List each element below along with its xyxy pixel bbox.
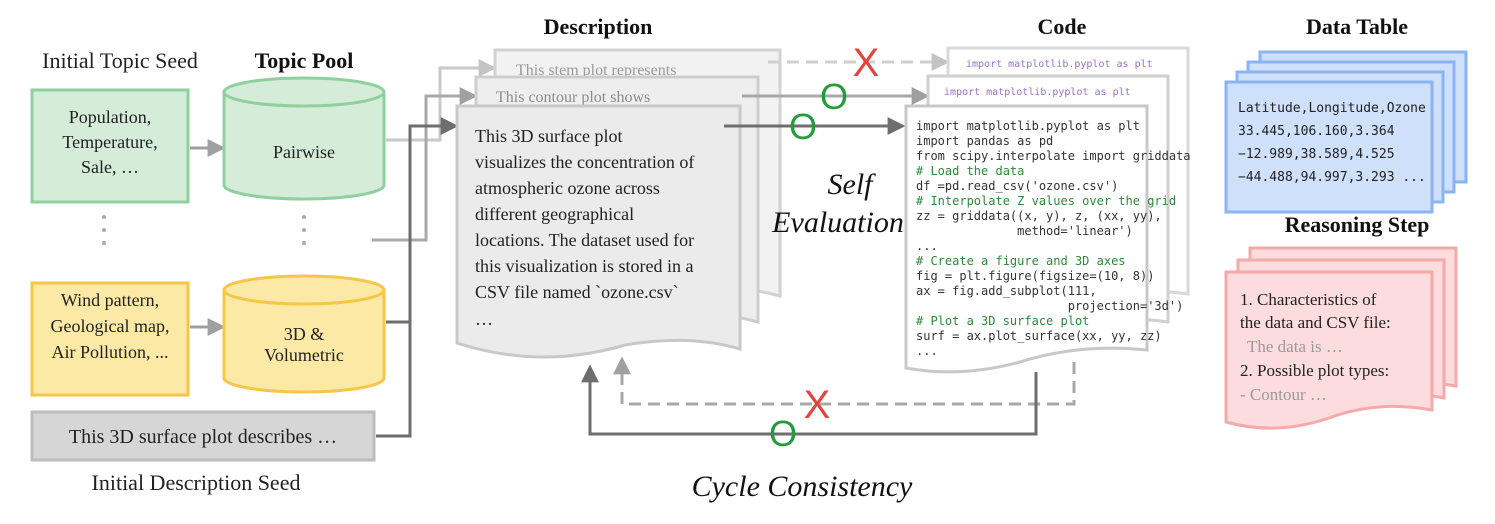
data-table-row: −12.989,38.589,4.525 [1238, 147, 1395, 162]
self-evaluation-label: Evaluation [771, 206, 904, 239]
topic-pool-volumetric-label: 3D & [284, 324, 325, 344]
reasoning-line: The data is … [1247, 337, 1343, 356]
reasoning-line: 1. Characteristics of [1240, 290, 1377, 309]
fail-mark-cycle: X [804, 383, 831, 427]
code-line: # Plot a 3D surface plot [916, 314, 1089, 328]
description-doc-surface-line: this visualization is stored in a [475, 256, 693, 276]
cycle-consistency-label: Cycle Consistency [692, 470, 913, 503]
reasoning-line: 2. Possible plot types: [1240, 361, 1389, 380]
topic-seed-yellow-line: Wind pattern, [61, 290, 159, 310]
topic-seed-green-line: Sale, … [81, 157, 139, 177]
topic-seed-green: Population, Temperature, Sale, … [30, 88, 190, 204]
code-line: # Load the data [916, 164, 1024, 178]
code-line: import matplotlib.pyplot as plt [916, 119, 1140, 133]
description-doc-surface-line: different geographical [475, 204, 634, 224]
reasoning-line: the data and CSV file: [1240, 313, 1391, 332]
arrow-desc-seed-to-surface-desc [376, 322, 412, 438]
fail-mark-self-eval: X [853, 41, 880, 85]
description-seed-text: This 3D surface plot describes … [69, 426, 337, 448]
description-doc-surface-line: visualizes the concentration of [475, 152, 694, 172]
data-table-stack: Latitude,Longitude,Ozone 33.445,106.160,… [1224, 50, 1468, 214]
vertical-ellipsis-left [102, 215, 106, 245]
pass-mark-self-eval-contour: O [820, 76, 848, 117]
code-doc-front: import matplotlib.pyplot as plt import p… [904, 104, 1191, 374]
description-doc-surface-line: … [475, 309, 493, 329]
data-table-header: Data Table [1306, 14, 1408, 39]
reasoning-line: - Contour … [1240, 385, 1327, 404]
initial-topic-seed-header: Initial Topic Seed [42, 48, 198, 73]
arrow-volumetric-to-surface-desc [386, 117, 459, 324]
code-line: fig = plt.figure(figsize=(10, 8)) [916, 269, 1154, 283]
data-table-row: 33.445,106.160,3.364 [1238, 124, 1395, 139]
code-line: ... [916, 239, 938, 253]
code-line: import pandas as pd [916, 134, 1053, 148]
topic-seed-green-line: Temperature, [62, 132, 157, 152]
code-line: # Create a figure and 3D axes [916, 254, 1126, 268]
data-table-row: −44.488,94.997,3.293 ... [1238, 170, 1426, 185]
topic-pool-pairwise-cylinder: Pairwise [222, 76, 386, 201]
description-doc-stem-text: This stem plot represents [516, 62, 676, 79]
code-doc-middle-text: import matplotlib.pyplot as plt [944, 87, 1131, 98]
vertical-ellipsis-right [302, 215, 306, 245]
code-doc-back-text: import matplotlib.pyplot as plt [966, 59, 1153, 70]
code-line: surf = ax.plot_surface(xx, yy, zz) [916, 329, 1162, 343]
pass-mark-cycle: O [769, 413, 797, 454]
data-table-row: Latitude,Longitude,Ozone [1238, 101, 1426, 116]
reasoning-step-header: Reasoning Step [1285, 212, 1430, 237]
description-header: Description [544, 14, 653, 39]
arrow-ellipsis-to-contour-desc [372, 87, 478, 242]
topic-pool-volumetric-cylinder: 3D & Volumetric [222, 274, 386, 394]
cycle-arrow-pass-solid [581, 364, 1038, 436]
topic-seed-yellow-line: Air Pollution, ... [51, 342, 168, 362]
initial-description-seed-header: Initial Description Seed [92, 470, 301, 495]
description-doc-surface-line: locations. The dataset used for [475, 230, 694, 250]
topic-seed-yellow: Wind pattern, Geological map, Air Pollut… [30, 281, 190, 397]
description-seed-box: This 3D surface plot describes … [30, 410, 376, 462]
description-doc-surface-line: CSV file named `ozone.csv` [475, 282, 679, 302]
reasoning-step-stack: 1. Characteristics of the data and CSV f… [1224, 246, 1458, 430]
cycle-arrow-fail-dashed [613, 356, 1076, 406]
self-evaluation-label: Self [828, 168, 877, 201]
code-line: zz = griddata((x, y), z, (xx, yy), [916, 209, 1162, 223]
topic-seed-yellow-line: Geological map, [51, 316, 170, 336]
description-doc-surface: This 3D surface plot visualizes the conc… [455, 104, 742, 359]
topic-pool-header: Topic Pool [255, 48, 354, 73]
code-line: df =pd.read_csv('ozone.csv') [916, 179, 1118, 193]
code-line: ax = fig.add_subplot(111, [916, 284, 1097, 298]
topic-pool-volumetric-label: Volumetric [264, 345, 344, 365]
arrow-pairwise-to-stem-desc [386, 59, 497, 142]
description-doc-surface-line: atmospheric ozone across [475, 178, 660, 198]
code-line: method='linear') [916, 224, 1133, 238]
topic-pool-pairwise-label: Pairwise [273, 142, 335, 162]
code-line: from scipy.interpolate import griddata [916, 149, 1191, 163]
description-doc-surface-line: This 3D surface plot [475, 126, 622, 146]
topic-seed-green-line: Population, [69, 107, 152, 127]
code-line: # Interpolate Z values over the grid [916, 194, 1176, 208]
code-line: projection='3d') [916, 299, 1183, 313]
code-header: Code [1038, 14, 1087, 39]
description-doc-contour-text: This contour plot shows [496, 89, 650, 106]
pass-mark-self-eval-surface: O [789, 106, 817, 147]
section-headers: Initial Topic Seed Topic Pool Descriptio… [42, 14, 1429, 495]
code-line: ... [916, 344, 938, 358]
